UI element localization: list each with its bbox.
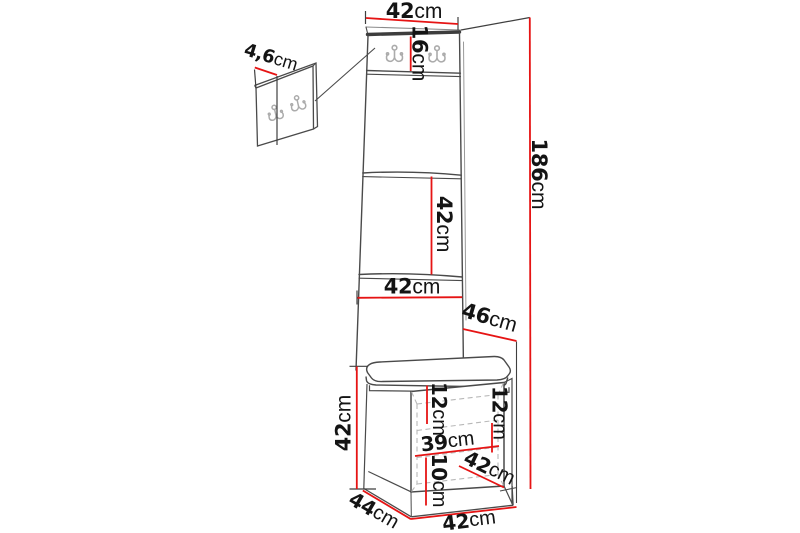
dim-line-panel-width <box>357 296 463 299</box>
bench-outline <box>363 355 518 518</box>
plinth-left-floor-edge <box>363 487 412 518</box>
back-floor-edge <box>499 486 518 492</box>
label-header-height: 16cm <box>408 25 432 82</box>
ext-total-height-top <box>460 16 530 31</box>
dim-line-top-width <box>365 17 459 25</box>
coat-hook-icon <box>385 44 404 63</box>
tall-panel-outline <box>355 26 467 372</box>
cushion-bottom-edge <box>365 376 509 388</box>
panel-right-edge-back <box>463 41 467 321</box>
label-panel-section: 42cm <box>432 196 456 253</box>
panel-seam-1a <box>365 69 462 74</box>
cabinet-right-side <box>503 377 513 504</box>
panel-top-back-edge <box>365 26 462 31</box>
cabinet-right-bottom <box>503 485 514 506</box>
small-panel-corner <box>312 62 317 67</box>
dim-line-inner-width <box>414 445 500 457</box>
panel-top-front-edge <box>365 30 462 37</box>
pointer-line <box>314 47 376 102</box>
panel-seam-1b <box>365 73 462 78</box>
label-bottom-width: 42cm <box>441 505 497 533</box>
label-bench-height: 42cm <box>332 395 356 452</box>
label-panel-width: 42cm <box>384 275 441 299</box>
panel-seam-2a <box>362 171 462 176</box>
small-panel-thickness <box>254 62 319 130</box>
panel-seam-3b <box>358 277 463 282</box>
label-top-width: 42cm <box>386 0 443 23</box>
panel-seam-2b <box>362 176 462 180</box>
label-panel-thickness: 4,6cm <box>242 39 301 75</box>
dim-line-bench-depth <box>362 489 412 520</box>
label-shelf-left: 12cm <box>427 382 451 436</box>
dim-line-panel-thickness <box>254 66 278 76</box>
label-total-height: 186cm <box>527 139 551 210</box>
label-shelf-right: 12cm <box>488 386 512 440</box>
small-panel-face <box>255 65 315 147</box>
cabinet-hidden-lines <box>410 382 504 492</box>
label-plinth: 10cm <box>427 454 451 508</box>
panel-right-edge <box>458 32 465 372</box>
panel-left-edge <box>355 35 369 371</box>
dim-line-seat-depth <box>462 328 517 342</box>
small-hook-panel <box>254 62 319 147</box>
plinth-front-floor-edge <box>411 504 514 518</box>
ext-thickness-left <box>253 69 257 89</box>
bench-left-back-edge <box>363 383 368 489</box>
dim-line-total-height <box>528 17 532 490</box>
bench-left-bottom-edge <box>368 470 412 493</box>
label-bench-depth: 44cm <box>345 487 404 533</box>
label-inner-width: 39cm <box>419 427 475 457</box>
plinth-right-edge <box>511 485 514 506</box>
bench-cushion <box>365 355 512 383</box>
dim-line-seat-width <box>458 465 505 489</box>
dim-line-bottom-width <box>410 506 517 520</box>
dimension-lines <box>254 17 532 520</box>
panel-seam-3a <box>358 272 463 278</box>
